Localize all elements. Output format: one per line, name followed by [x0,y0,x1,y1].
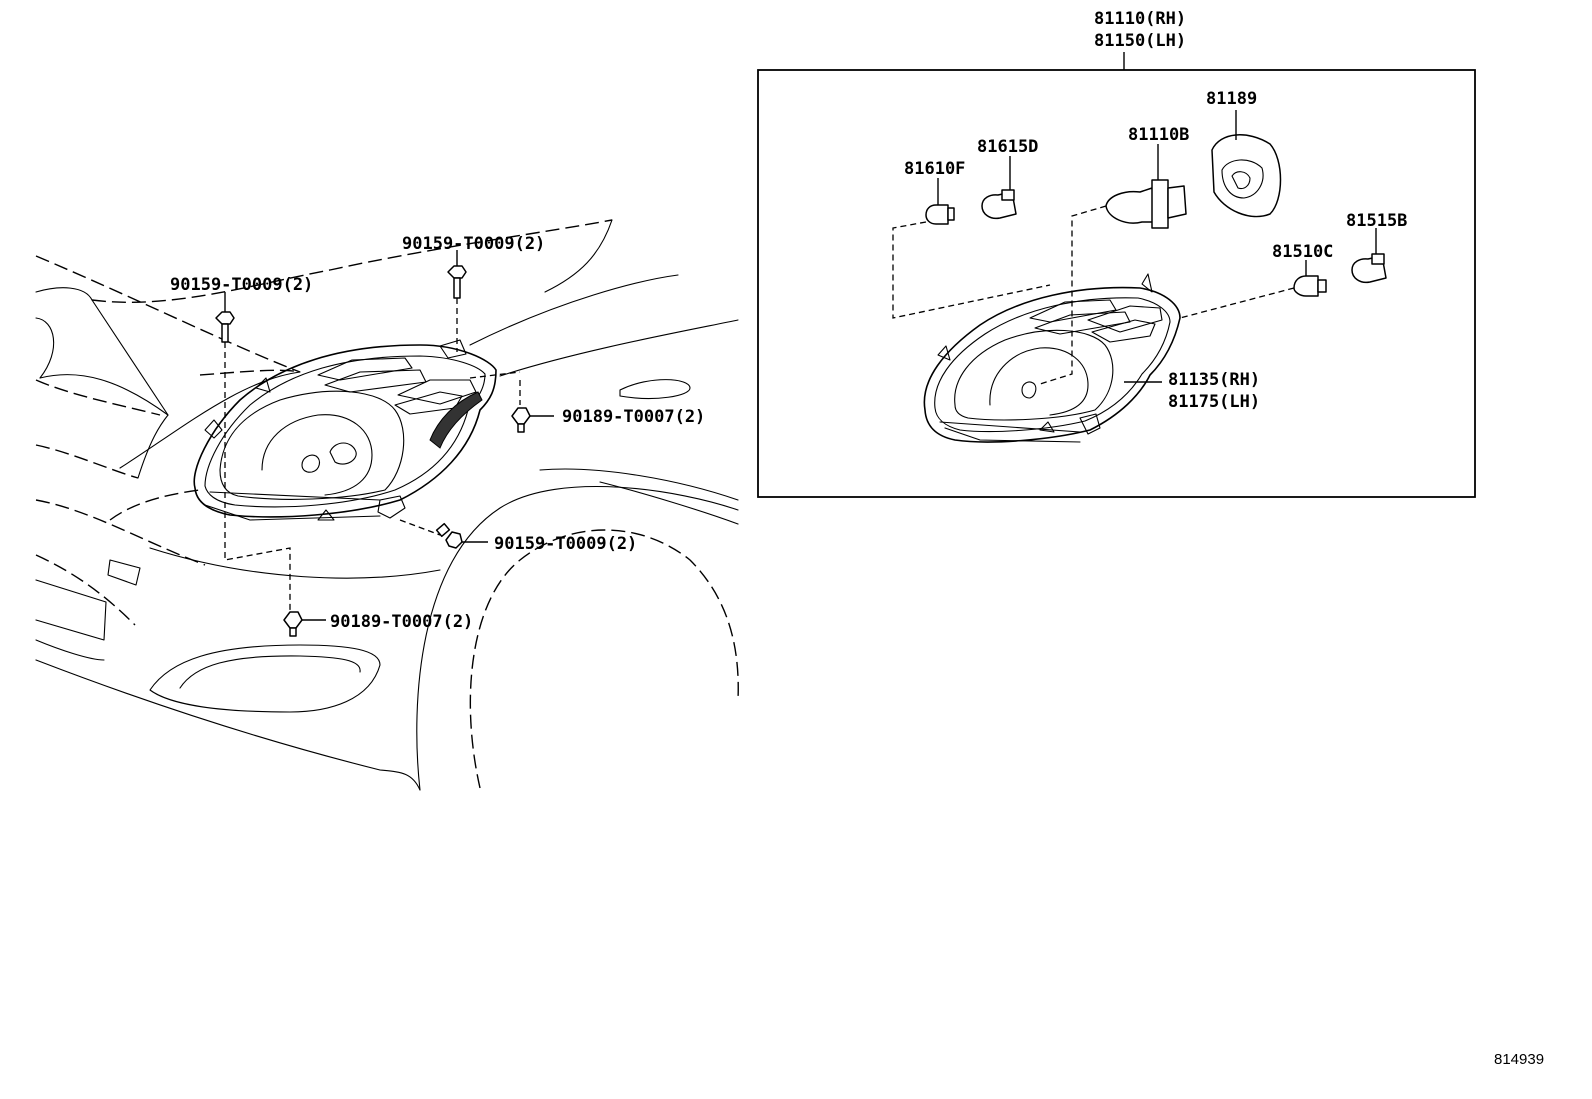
label-assy-rh: 81110(RH) [1094,9,1186,29]
install-guide-lines-right [892,205,1295,385]
vehicle-front-outline [35,219,739,791]
label-unit-lh: 81175(LH) [1168,392,1260,412]
headlamp-unit [923,273,1181,443]
label-81510c: 81510C [1272,242,1333,262]
label-clip-bottom: 90189-T0007(2) [330,612,473,632]
label-81515b: 81515B [1346,211,1407,231]
assembly-callout: 81110(RH) 81150(LH) [757,9,1476,498]
socket-81515b [1351,253,1387,284]
headlamp-installed [193,339,497,521]
fastener-screw-top-center [447,265,467,299]
label-assy-lh: 81150(LH) [1094,31,1186,51]
bulb-81510c [1293,275,1327,297]
diagram-reference-number: 814939 [1494,1051,1544,1068]
label-screw-top-left: 90159-T0009(2) [170,275,313,295]
label-81615d: 81615D [977,137,1038,157]
label-clip-right: 90189-T0007(2) [562,407,705,427]
bulb-81610f [925,204,955,225]
label-screw-top-center: 90159-T0009(2) [402,234,545,254]
socket-81615d [981,189,1017,220]
install-guide-lines-left [224,298,521,612]
cover-81189 [1211,134,1282,218]
fastener-screw-lower-right [435,522,463,549]
fastener-clip-bottom [283,611,303,637]
label-screw-lower-right: 90159-T0009(2) [494,534,637,554]
bulb-81110b [1105,179,1187,229]
label-81110b: 81110B [1128,125,1189,145]
leaders-left [224,250,554,621]
fastener-clip-right [511,407,531,433]
label-81189: 81189 [1206,89,1257,109]
fastener-screw-top-left [215,311,235,343]
leaders-right [937,110,1377,383]
label-81610f: 81610F [904,159,965,179]
label-unit-rh: 81135(RH) [1168,370,1260,390]
assembly-box [757,69,1476,498]
